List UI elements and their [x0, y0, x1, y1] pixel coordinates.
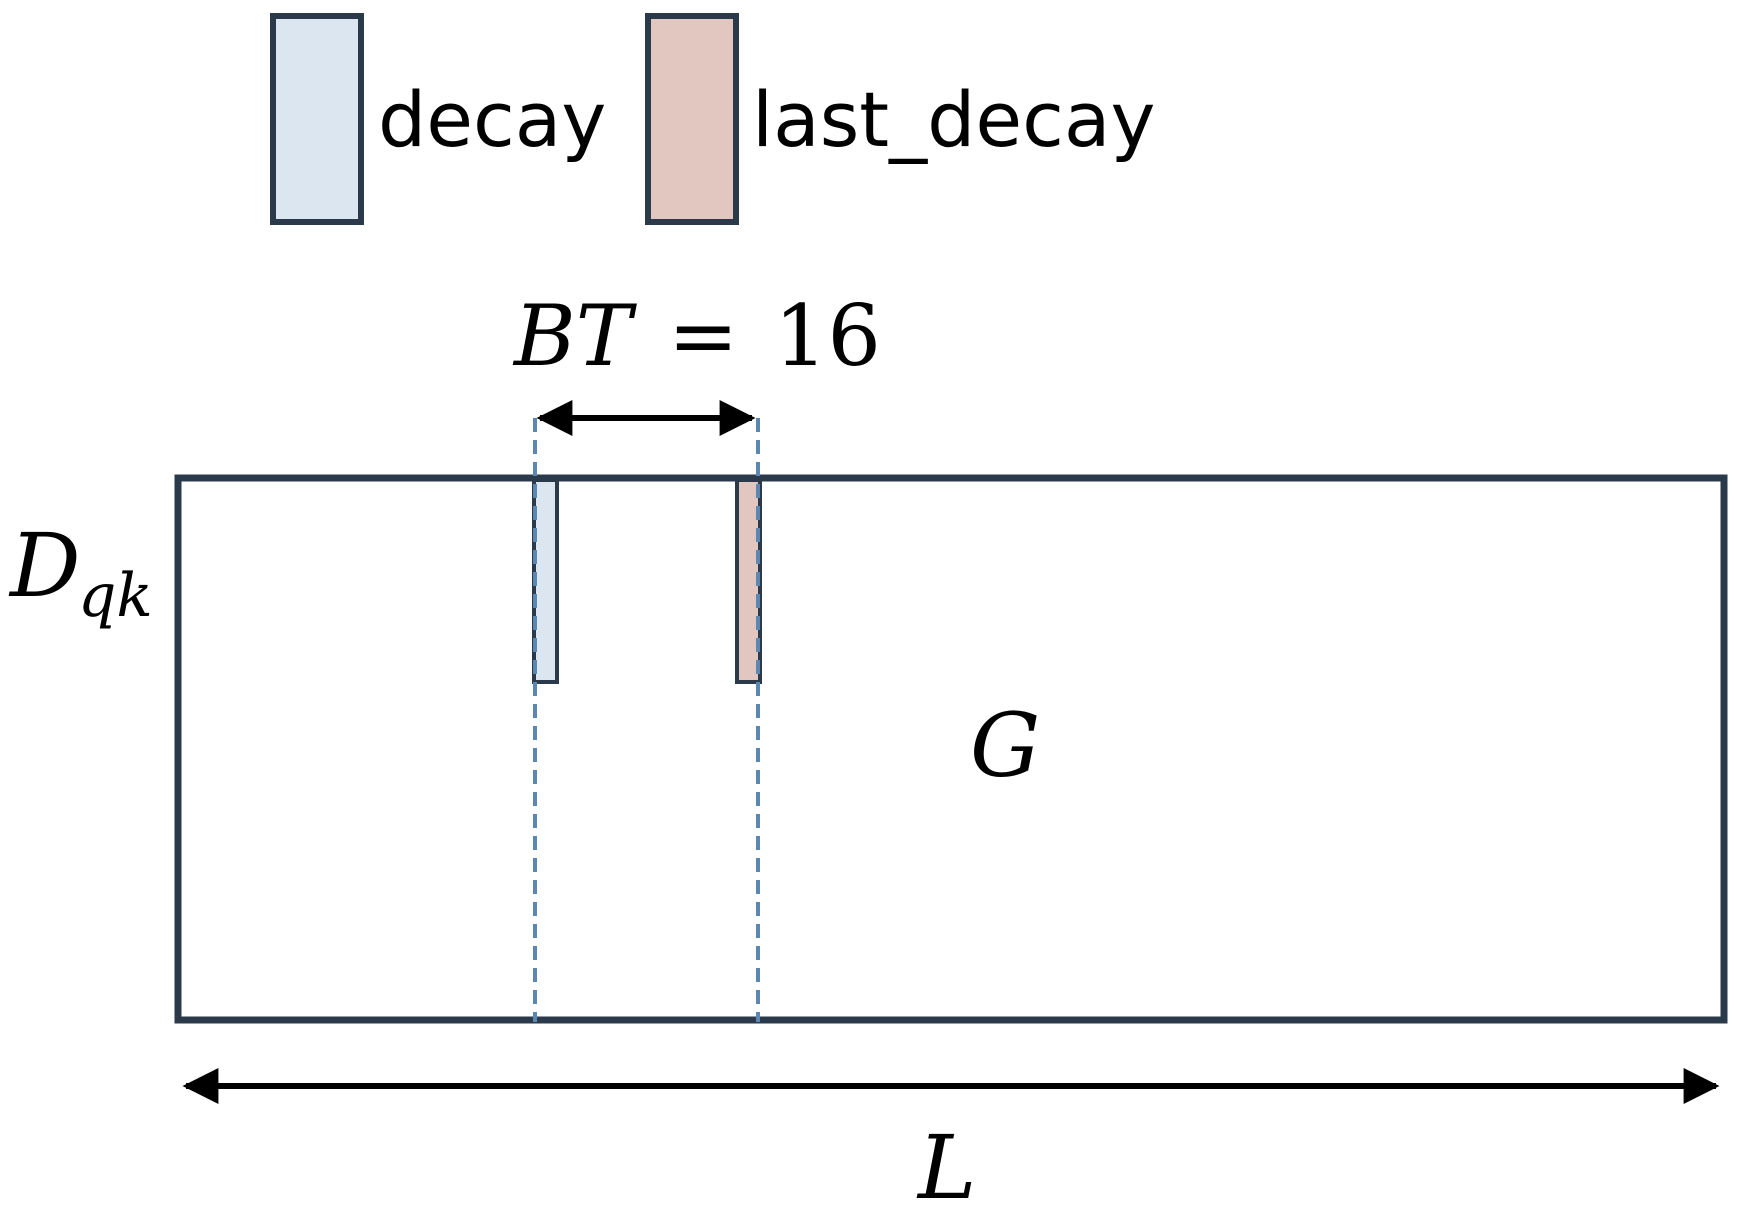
block-size-equals: = — [668, 287, 738, 385]
row-label: D qk — [8, 514, 153, 631]
legend-label-last-decay: last_decay — [752, 75, 1155, 164]
matrix-g — [174, 474, 1728, 1024]
block-size-label: BT = 16 — [512, 287, 881, 385]
legend: decay last_decay — [270, 13, 1155, 225]
legend-swatch-last-decay — [645, 13, 739, 225]
row-label-subscript: qk — [78, 561, 153, 631]
legend-label-decay: decay — [378, 75, 606, 164]
length-label: L — [916, 1116, 976, 1215]
block-size-value: 16 — [774, 287, 881, 385]
legend-swatch-decay — [270, 13, 364, 225]
block-size-symbol: BT — [512, 287, 638, 385]
matrix-label: G — [970, 694, 1040, 797]
decay-column — [532, 478, 559, 684]
row-label-main: D — [8, 514, 81, 617]
